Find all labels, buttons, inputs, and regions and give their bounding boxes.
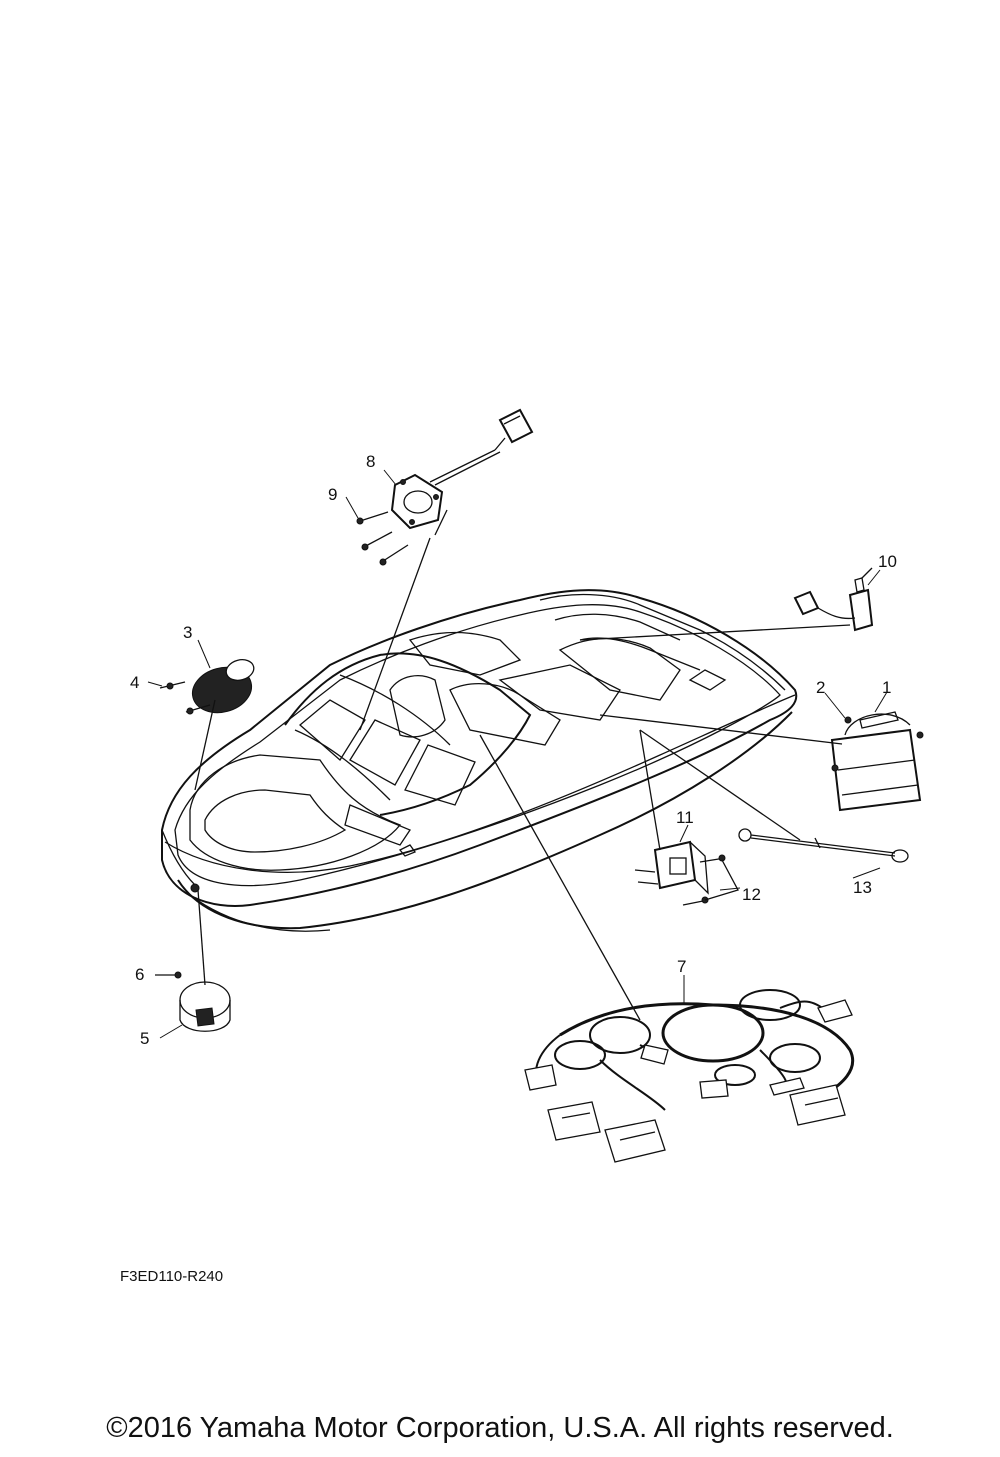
callout-1: 1 xyxy=(882,678,891,697)
part-13-cable xyxy=(639,729,909,863)
part-8-fuel-sender xyxy=(359,408,534,731)
part-4-screws xyxy=(159,681,211,715)
boat-hull xyxy=(161,589,798,932)
part-10-sensor xyxy=(579,567,874,641)
callout-5: 5 xyxy=(140,1029,149,1048)
part-7-wire-harness xyxy=(479,734,855,1163)
callout-13: 13 xyxy=(853,878,872,897)
part-1-bracket xyxy=(599,711,922,812)
callout-4: 4 xyxy=(130,673,139,692)
part-11-box xyxy=(634,729,709,895)
part-12-screws xyxy=(682,854,739,906)
callout-3: 3 xyxy=(183,623,192,642)
callout-12: 12 xyxy=(742,885,761,904)
part-2-screws xyxy=(831,716,924,772)
part-5-bow-light xyxy=(179,889,231,1032)
callout-10: 10 xyxy=(878,552,897,571)
part-9-screws xyxy=(356,511,409,566)
part-6-screw xyxy=(155,971,182,979)
diagram-code: F3ED110-R240 xyxy=(120,1268,224,1285)
callout-11: 11 xyxy=(676,808,694,827)
part-3-speaker-grille xyxy=(191,659,255,791)
callout-7: 7 xyxy=(677,957,686,976)
copyright-notice: ©2016 Yamaha Motor Corporation, U.S.A. A… xyxy=(106,1412,894,1444)
callout-9: 9 xyxy=(328,485,337,504)
callout-labels: 1 2 3 4 5 6 7 8 9 10 11 12 13 xyxy=(130,452,897,1048)
callout-8: 8 xyxy=(366,452,375,471)
callout-2: 2 xyxy=(816,678,825,697)
leader-lines xyxy=(147,469,888,1039)
callout-6: 6 xyxy=(135,965,144,984)
